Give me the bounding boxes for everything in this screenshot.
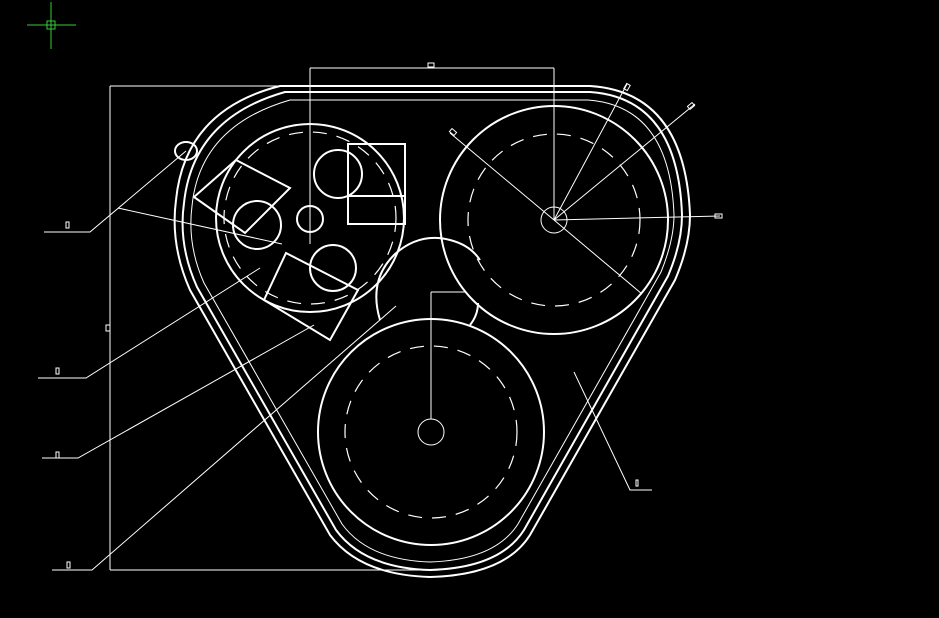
crosshair-cursor-icon — [27, 2, 76, 49]
side-handle — [174, 141, 198, 161]
leader-lines — [38, 150, 652, 571]
right-drum — [439, 68, 721, 335]
bottom-drum — [317, 291, 545, 546]
housing-outline — [173, 85, 692, 579]
center-arc — [375, 236, 481, 326]
dimension-lines — [105, 62, 723, 571]
